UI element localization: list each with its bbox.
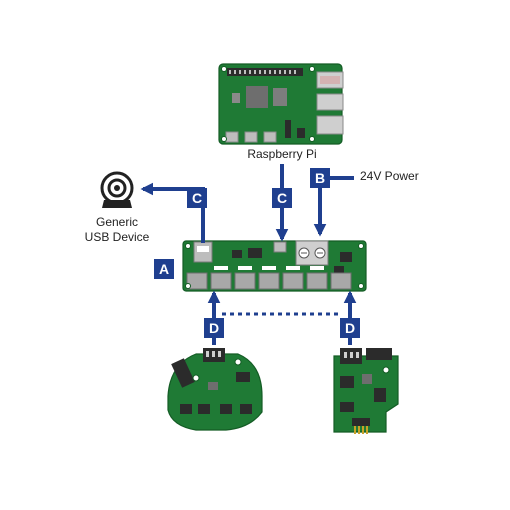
main-hub-board <box>182 240 367 292</box>
toolhead-board-right <box>333 348 399 434</box>
raspberry-pi-label: Raspberry Pi <box>247 147 317 161</box>
badge-b: B <box>310 168 330 188</box>
badge-d-left: D <box>204 318 224 338</box>
badge-a: A <box>154 259 174 279</box>
toolhead-board-left <box>167 348 263 431</box>
webcam-icon <box>100 171 134 208</box>
usb-device-label-line1: Generic <box>95 215 139 229</box>
svg-text:A: A <box>159 261 169 277</box>
badge-c-mid: C <box>272 188 292 208</box>
svg-text:C: C <box>192 190 202 206</box>
raspberry-pi-board <box>218 63 344 145</box>
power-label: 24V Power <box>360 169 419 183</box>
usb-device-label-line2: USB Device <box>84 230 150 244</box>
svg-text:C: C <box>277 190 287 206</box>
badge-c-left: C <box>187 188 207 208</box>
svg-text:B: B <box>315 170 325 186</box>
badge-d-right: D <box>340 318 360 338</box>
svg-text:D: D <box>345 320 355 336</box>
svg-text:D: D <box>209 320 219 336</box>
